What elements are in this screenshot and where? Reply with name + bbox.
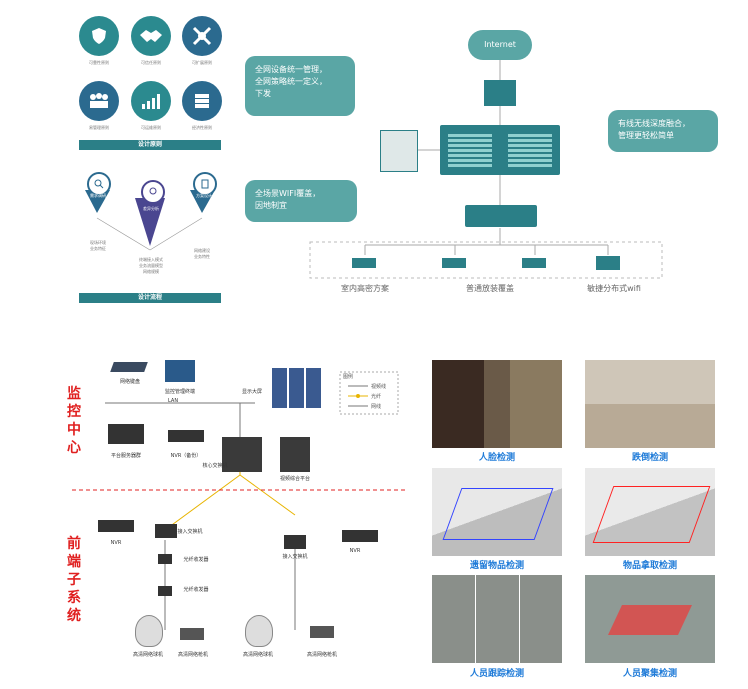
- server-stack-icon: [182, 81, 222, 121]
- video-platform-icon: [280, 437, 310, 472]
- firewall-icon: [484, 80, 516, 106]
- fall-detection-image: [585, 360, 715, 448]
- detection-caption: 人脸检测: [478, 453, 515, 463]
- display-label: 显示大屏: [241, 389, 262, 395]
- nvr-backup-label: NVR（备份）: [170, 453, 202, 459]
- scenario-label: 室内高密方案: [341, 284, 389, 293]
- growth-chart-icon: [131, 81, 171, 121]
- lan-label: LAN: [168, 398, 179, 404]
- core-switch-device-icon: [222, 437, 262, 472]
- nvr-left-icon: [98, 520, 134, 532]
- front-subsystem-label: 前端子系统: [67, 536, 81, 624]
- process-note: 网络建设 业务特性: [194, 248, 210, 259]
- workstation-label: 监控管理终端: [164, 389, 195, 395]
- legend-item: 光纤: [371, 394, 382, 400]
- detection-caption: 遗留物品检测: [469, 561, 524, 571]
- document-icon: [193, 172, 217, 196]
- cam3-label: 高清网络球机: [242, 652, 273, 658]
- bubble-wifi-coverage: 全场景WIFI覆盖， 因地制宜: [245, 180, 357, 222]
- ap-icon: [442, 258, 466, 268]
- principle-label: 易管理原则: [89, 125, 109, 130]
- handshake-icon: [131, 16, 171, 56]
- scenario-label: 敏捷分布式wifi: [587, 284, 641, 293]
- process-diagram: [85, 190, 215, 251]
- ap-icon: [522, 258, 546, 268]
- detection-caption: 人员跟踪检测: [469, 669, 524, 679]
- bubble-unified-management: 全网设备统一管理， 全网策略统一定义， 下发: [245, 56, 355, 116]
- process-note: 现场环境 业务特征: [90, 240, 106, 251]
- cam1-label: 高清网络球机: [132, 652, 163, 658]
- ap-icon: [352, 258, 376, 268]
- nvr-right-label: NVR: [349, 548, 361, 554]
- nvr-left-label: NVR: [110, 540, 122, 546]
- server-group-icon: [108, 424, 144, 444]
- design-principle-bar: 设计原则: [79, 140, 221, 150]
- principle-label: 可靠性原则: [89, 60, 109, 65]
- scenario-label: 普通放装覆盖: [466, 284, 514, 293]
- detection-caption: 人员聚集检测: [622, 669, 677, 679]
- process-step: 方案设计: [196, 193, 212, 198]
- video-wall-icon: [272, 368, 322, 408]
- legend-title: 图例: [343, 374, 354, 380]
- access-switch-right-label: 接入交换机: [282, 554, 308, 560]
- fiber-tx1-icon: [158, 554, 172, 564]
- search-icon: [87, 172, 111, 196]
- face-detection-image: [432, 360, 562, 448]
- fiber-tx2-icon: [158, 586, 172, 596]
- access-switch-icon: [465, 205, 537, 227]
- expand-icon: [182, 16, 222, 56]
- fiber-tx1-label: 光纤收发器: [183, 557, 209, 563]
- crowd-gathering-image: [585, 575, 715, 663]
- keyboard-label: 网络键盘: [119, 379, 140, 385]
- object-taken-image: [585, 468, 715, 556]
- process-step: 差异分析: [143, 206, 159, 211]
- bullet-camera-icon: [310, 626, 334, 638]
- detection-caption: 跌倒检测: [631, 453, 668, 463]
- detection-caption: 物品拿取检测: [622, 561, 677, 571]
- core-switch-icon: [440, 125, 560, 175]
- process-note: 终端接入模式 业务流量模型 网络规模: [139, 257, 163, 274]
- cam4-label: 高清网络枪机: [306, 652, 337, 658]
- design-process-bar: 设计流程: [79, 293, 221, 303]
- principle-label: 经济性原则: [192, 125, 212, 130]
- ap-icon: [596, 256, 620, 270]
- network-lines: [309, 60, 663, 279]
- cam2-label: 高清网络枪机: [177, 652, 208, 658]
- bullet-camera-icon: [180, 628, 204, 640]
- reliability-icon: [79, 16, 119, 56]
- server-icon: [380, 130, 418, 172]
- workstation-icon: [165, 360, 195, 382]
- legend-item: 网线: [371, 404, 382, 410]
- legend-item: 视频线: [371, 384, 387, 390]
- left-object-image: [432, 468, 562, 556]
- team-icon: [79, 81, 119, 121]
- platform-server-label: 平台服务器群: [110, 453, 141, 459]
- nvr-backup-icon: [168, 430, 204, 442]
- monitoring-center-label: 监控中心: [67, 386, 81, 456]
- location-icon: [141, 180, 165, 204]
- process-step: 需求调研: [90, 193, 106, 198]
- video-platform-label: 视频综合平台: [279, 476, 310, 482]
- dome-camera-icon: [245, 615, 273, 647]
- person-tracking-image: [432, 575, 562, 663]
- principle-label: 可扩展原则: [192, 60, 212, 65]
- keyboard-icon: [110, 362, 148, 372]
- bubble-wired-wireless: 有线无线深度融合， 管理更轻松简单: [608, 110, 718, 152]
- fiber-tx2-label: 光纤收发器: [183, 587, 209, 593]
- access-switch-left-icon: [155, 524, 177, 538]
- dome-camera-icon: [135, 615, 163, 647]
- access-switch-left-label: 接入交换机: [177, 529, 203, 535]
- internet-label: Internet: [484, 40, 516, 49]
- cloud-icon: Internet: [468, 30, 532, 60]
- principle-label: 可运维原则: [141, 125, 161, 130]
- principle-label: 可信任原则: [141, 60, 161, 65]
- access-switch-right-icon: [284, 535, 306, 549]
- core-switch-label: 核心交换机: [202, 463, 228, 469]
- nvr-right-icon: [342, 530, 378, 542]
